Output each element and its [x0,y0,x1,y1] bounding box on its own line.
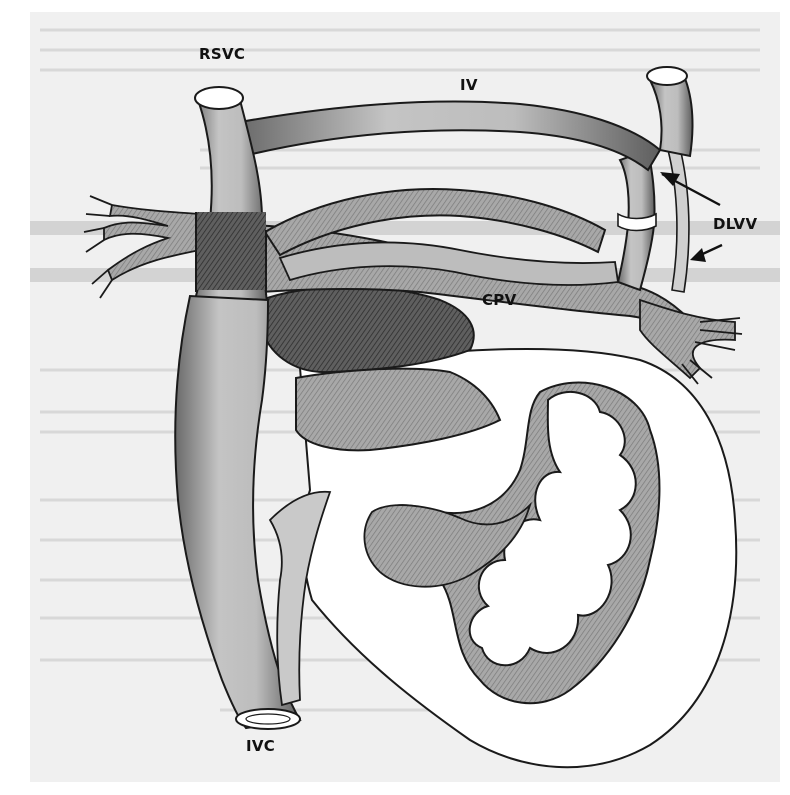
label-ivc: IVC [246,737,275,755]
label-cpv: CPV [482,291,517,309]
label-dlvv: DLVV [713,215,757,233]
left-upper-vessel-opening [647,67,687,85]
label-iv: IV [460,76,478,94]
rsvc-cpv-confluence [196,212,266,290]
rsvc-opening [195,87,243,109]
label-rsvc: RSVC [199,45,245,63]
ivc-opening-inner [246,714,290,724]
